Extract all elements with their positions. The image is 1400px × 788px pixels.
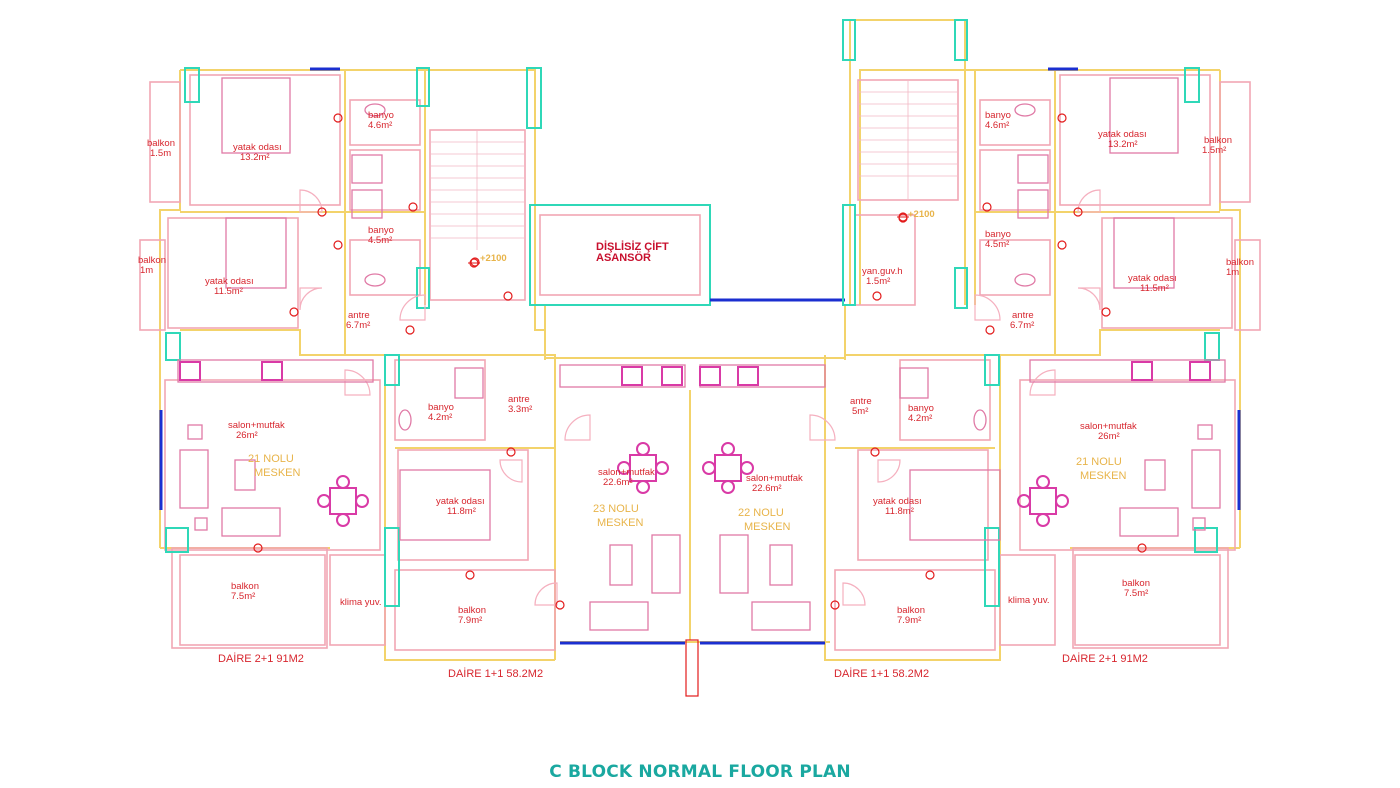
- balcony-inner-right-name: balkon: [897, 605, 925, 616]
- apartment-label-left-1plus1: DAİRE 1+1 58.2M2: [448, 667, 543, 680]
- balcony-big-left-name: balkon: [231, 581, 259, 592]
- shaft-right-name: yan.guv.h: [862, 266, 903, 277]
- balkon-mid-right-area: 1m: [1226, 267, 1239, 278]
- bath-top-right-area: 4.6m²: [985, 120, 1009, 131]
- left-wing-labels: balkon 1.5m yatak odası 13.2m² banyo 4.6…: [138, 110, 394, 665]
- entry-left-name: antre: [348, 310, 370, 321]
- unit-mark-21-left-line2: MESKEN: [254, 467, 301, 479]
- balkon-mid-left-name: balkon: [138, 255, 166, 266]
- annotation-markers: [253, 113, 1147, 610]
- unit-mark-21-left-line1: 21 NOLU: [248, 453, 294, 465]
- kitchen-appliances: [179, 361, 1211, 386]
- entry-inner-left-area: 3.3m²: [508, 404, 532, 415]
- elevator-shaft: [529, 204, 845, 306]
- furniture: [177, 77, 1226, 631]
- balcony-big-left-area: 7.5m²: [231, 591, 255, 602]
- bath-top-right-name: banyo: [985, 110, 1011, 121]
- living-left-area: 26m²: [236, 430, 258, 441]
- apartment-label-right-1plus1: DAİRE 1+1 58.2M2: [834, 667, 929, 680]
- bath-inner-left-name: banyo: [428, 402, 454, 413]
- unit-mark-21-right-line2: MESKEN: [1080, 470, 1127, 482]
- ac-left: klima yuv.: [340, 597, 382, 608]
- outer-walls: [159, 19, 1241, 661]
- bedroom-mid-left-name: yatak odası: [205, 276, 254, 287]
- entry-inner-right-area: 5m²: [852, 406, 868, 417]
- level-mark-right: +2100: [897, 209, 935, 222]
- level-mark-right-text: +2100: [908, 209, 935, 220]
- bedroom-top-right-name: yatak odası: [1098, 129, 1147, 140]
- bath-mid-right-name: banyo: [985, 229, 1011, 240]
- level-mark-left-text: +2100: [480, 253, 507, 264]
- unit-mark-23-line1: 23 NOLU: [593, 503, 639, 515]
- balcony-inner-left-name: balkon: [458, 605, 486, 616]
- balkon-mid-right-name: balkon: [1226, 257, 1254, 268]
- bedroom-top-left-area: 13.2m²: [240, 152, 270, 163]
- bath-top-left-area: 4.6m²: [368, 120, 392, 131]
- living-right-area: 26m²: [1098, 431, 1120, 442]
- living-inner-right-area: 22.6m²: [752, 483, 782, 494]
- left-stair: [429, 129, 526, 301]
- balcony-inner-left-area: 7.9m²: [458, 615, 482, 626]
- plan-caption: C BLOCK NORMAL FLOOR PLAN: [549, 762, 851, 782]
- columns: [165, 19, 1220, 607]
- bath-inner-left-area: 4.2m²: [428, 412, 452, 423]
- bedroom-mid-right-area: 11.5m²: [1140, 283, 1169, 294]
- balkon-top-right-area: 1.5m²: [1202, 145, 1226, 156]
- balcony-big-right-area: 7.5m²: [1124, 588, 1148, 599]
- bedroom-inner-right-name: yatak odası: [873, 496, 922, 507]
- apartment-label-right-2plus1: DAİRE 2+1 91M2: [1062, 652, 1148, 665]
- elevator-label-line2: ASANSÖR: [596, 251, 651, 264]
- bedroom-inner-left-name: yatak odası: [436, 496, 485, 507]
- living-inner-left-area: 22.6m²: [603, 477, 633, 488]
- bedroom-inner-left-area: 11.8m²: [447, 506, 476, 517]
- right-wing-labels: balkon 1.5m² yatak odası 13.2m² banyo 4.…: [862, 110, 1254, 665]
- entry-inner-right-name: antre: [850, 396, 872, 407]
- bedroom-top-right-area: 13.2m²: [1108, 139, 1138, 150]
- entry-right-area: 6.7m²: [1010, 320, 1034, 331]
- shaft-right-area: 1.5m²: [866, 276, 890, 287]
- balkon-mid-left-area: 1m: [140, 265, 153, 276]
- unit-mark-22-line1: 22 NOLU: [738, 507, 784, 519]
- entry-right-name: antre: [1012, 310, 1034, 321]
- doors: [299, 189, 1101, 606]
- unit-mark-21-right-line1: 21 NOLU: [1076, 456, 1122, 468]
- living-inner-left-name: salon+mutfak: [598, 467, 655, 478]
- left-inner-labels: banyo 4.2m² antre 3.3m² yatak odası 11.8…: [428, 394, 655, 680]
- apartment-label-left-2plus1: DAİRE 2+1 91M2: [218, 652, 304, 665]
- entry-left-area: 6.7m²: [346, 320, 370, 331]
- dining-sets: [317, 442, 1069, 527]
- bath-inner-right-area: 4.2m²: [908, 413, 932, 424]
- bath-top-left-name: banyo: [368, 110, 394, 121]
- flue-shaft: [685, 639, 699, 697]
- level-mark-left: +2100: [468, 253, 507, 268]
- balkon-top-right-name: balkon: [1204, 135, 1232, 146]
- balcony-big-right-name: balkon: [1122, 578, 1150, 589]
- bedroom-mid-right-name: yatak odası: [1128, 273, 1177, 284]
- balkon-top-left-name: balkon: [147, 138, 175, 149]
- balkon-top-left-area: 1.5m: [150, 148, 171, 159]
- living-left-name: salon+mutfak: [228, 420, 285, 431]
- ac-right: klima yuv.: [1008, 595, 1050, 606]
- unit-mark-22-line2: MESKEN: [744, 521, 791, 533]
- bedroom-inner-right-area: 11.8m²: [885, 506, 914, 517]
- bedroom-mid-left-area: 11.5m²: [214, 286, 243, 297]
- entry-inner-left-name: antre: [508, 394, 530, 405]
- partitions: [139, 74, 1261, 651]
- bath-mid-left-area: 4.5m²: [368, 235, 392, 246]
- bath-mid-right-area: 4.5m²: [985, 239, 1009, 250]
- elevator-label-line1: DİŞLİSİZ ÇİFT: [596, 240, 669, 253]
- right-inner-labels: banyo 4.2m² antre 5m² yatak odası 11.8m²…: [738, 396, 934, 680]
- unit-mark-23-line2: MESKEN: [597, 517, 644, 529]
- windows: [159, 67, 1241, 645]
- balcony-inner-right-area: 7.9m²: [897, 615, 921, 626]
- living-right-name: salon+mutfak: [1080, 421, 1137, 432]
- bath-mid-left-name: banyo: [368, 225, 394, 236]
- right-stair: [857, 79, 959, 201]
- bedroom-top-left-name: yatak odası: [233, 142, 282, 153]
- living-inner-right-name: salon+mutfak: [746, 473, 803, 484]
- bath-inner-right-name: banyo: [908, 403, 934, 414]
